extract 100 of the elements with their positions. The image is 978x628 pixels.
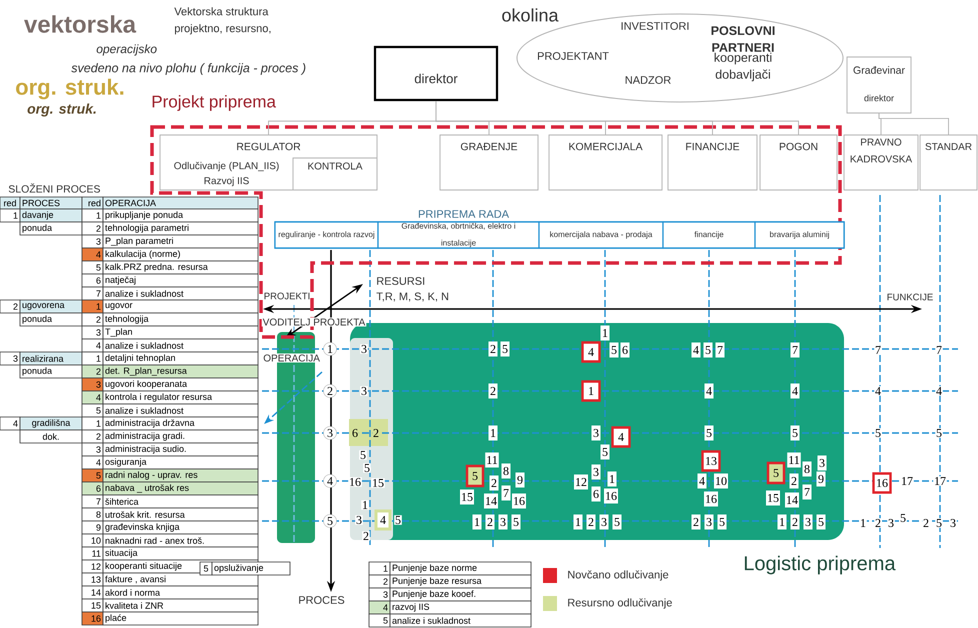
- grid-number: 1: [361, 500, 369, 510]
- table-cell: red: [0, 196, 20, 210]
- table-cell: 1: [368, 562, 390, 576]
- number-box: 12: [574, 474, 588, 490]
- band-cell: bravarija aluminij: [754, 221, 845, 249]
- number-box: 5: [816, 514, 826, 530]
- department-box: FINANCIJE: [668, 134, 758, 190]
- director-box: Građevinar direktor: [846, 56, 912, 114]
- table-cell: 2: [82, 222, 104, 236]
- number-box: 7: [502, 486, 510, 500]
- table-cell: kalkulacija (norme): [102, 248, 258, 262]
- table-cell: 3: [82, 378, 104, 392]
- circled-number: 5: [323, 514, 337, 528]
- grid-number: 5: [874, 428, 882, 438]
- table-cell: 4: [82, 338, 104, 352]
- table-cell: razvoj IIS: [390, 600, 532, 614]
- framed-number: 5: [466, 464, 484, 488]
- framed-number: 5: [766, 462, 786, 484]
- number-box: 5: [612, 514, 622, 530]
- grid-number: 15: [371, 478, 385, 488]
- table-cell: 6: [82, 274, 104, 288]
- number-box: 4: [698, 474, 706, 488]
- table-cell: 5: [82, 404, 104, 418]
- grid-number: 16: [348, 477, 362, 487]
- number-box: 2: [790, 474, 799, 488]
- table-cell: 15: [82, 598, 104, 612]
- table-cell: 16: [82, 612, 104, 626]
- number-box: 4: [704, 384, 714, 398]
- table-cell: 3: [82, 234, 104, 248]
- grid-number: 7: [874, 345, 882, 355]
- number-box: 3: [592, 464, 600, 480]
- grid-number: 7: [935, 345, 943, 355]
- number-box: 1: [608, 472, 616, 486]
- number-box: 14: [785, 492, 800, 508]
- table-cell: realizirana: [20, 352, 82, 366]
- description-text: operacijsko: [96, 44, 157, 56]
- number-box: 7: [790, 342, 800, 358]
- band-cell: reguliranje - kontrola razvoj: [274, 221, 379, 249]
- framed-number: 16: [872, 472, 892, 494]
- table-cell: 7: [82, 494, 104, 508]
- grid-number: 2: [922, 518, 930, 528]
- band-cell: Građevinska, obrtnička, elektro i instalacije: [377, 221, 540, 249]
- table-cell: 4: [82, 456, 104, 470]
- table-cell: 1: [82, 300, 104, 314]
- number-box: 1: [488, 426, 498, 440]
- grid-number: 5: [899, 513, 907, 523]
- table-cell: gradilišna: [20, 416, 82, 430]
- table-cell: 2: [82, 430, 104, 444]
- number-box: 2: [486, 514, 494, 530]
- grid-number: 3: [360, 344, 368, 354]
- area-title: Logistic priprema: [744, 556, 896, 574]
- stylized-word: org. struk.: [28, 103, 96, 117]
- director-box: direktor: [374, 46, 498, 102]
- grid-number: 17: [900, 476, 914, 486]
- table-cell: 2: [0, 300, 20, 314]
- section-title: Projekt priprema: [152, 95, 276, 111]
- table-cell: 1: [82, 352, 104, 366]
- grid-number: 3: [887, 518, 895, 528]
- table-cell: ugovorena: [20, 300, 82, 314]
- grid-number: 17: [933, 476, 947, 486]
- table-cell: 2: [82, 312, 104, 326]
- table-cell: 4: [0, 416, 20, 430]
- table-cell: 6: [82, 482, 104, 496]
- framed-number: 1: [581, 380, 601, 402]
- table-cell: 4: [82, 248, 104, 262]
- stylized-word: org. struk.: [16, 78, 124, 100]
- grid-number: 5: [394, 515, 402, 525]
- table-title: SLOŽENI PROCES: [8, 183, 100, 193]
- grid-number: 4: [874, 386, 882, 396]
- number-box: 5: [790, 426, 800, 440]
- number-box: 5: [718, 514, 726, 530]
- table-cell: plaće: [102, 612, 258, 626]
- grid-number: 2: [372, 428, 380, 438]
- number-box: 2: [488, 342, 498, 356]
- grid-number: 6: [351, 428, 359, 438]
- grid-number: 5: [935, 428, 943, 438]
- number-box: 7: [716, 342, 724, 358]
- table-cell: 5: [200, 562, 212, 576]
- number-box: 6: [592, 486, 600, 502]
- axis-label: VODITELJ PROJEKTA: [262, 317, 366, 327]
- legend-label: Resursno odlučivanje: [568, 598, 672, 609]
- table-cell: red: [82, 196, 104, 210]
- number-box: 3: [704, 514, 714, 530]
- axis-label: RESURSI: [377, 277, 424, 285]
- number-box: 3: [592, 426, 600, 440]
- table-cell: 3: [82, 326, 104, 340]
- circled-number: 1: [323, 342, 337, 356]
- connector-line: [878, 113, 949, 135]
- axis-label: PROCES: [299, 596, 344, 604]
- grid-number: 5: [359, 450, 367, 460]
- table-cell: 4: [368, 600, 390, 614]
- table-cell: 3: [82, 442, 104, 456]
- description-text: Vektorska struktura projektno, resursno,: [174, 7, 270, 34]
- table-cell: kontrola i regulator resursa: [102, 390, 258, 404]
- axis-label: OPERACIJA: [262, 353, 321, 363]
- number-box: 15: [460, 490, 474, 504]
- table-cell: 10: [82, 534, 104, 548]
- grid-number: 1: [859, 518, 867, 528]
- table-cell: 1: [0, 208, 20, 222]
- circled-number: 3: [323, 426, 337, 440]
